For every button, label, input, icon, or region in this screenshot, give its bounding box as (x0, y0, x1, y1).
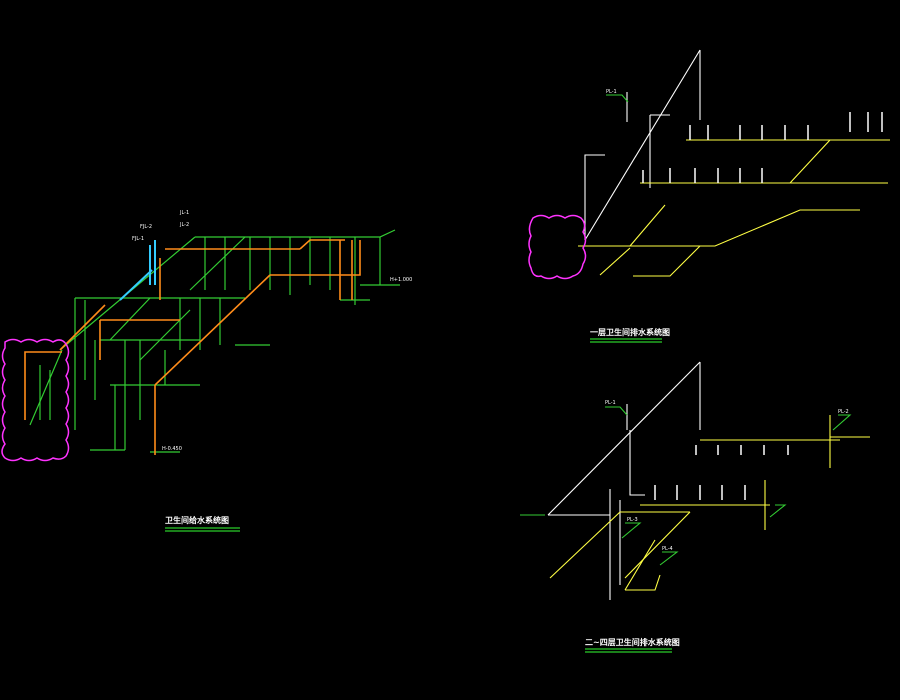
revision-cloud (528, 214, 587, 280)
label-pl1: PL-1 (606, 89, 617, 95)
cold-water-pipes (29, 229, 400, 453)
label-pl1: PL-1 (605, 400, 616, 406)
drainage-floor2-4-diagram: PL-1 PL-2 PL-3 PL-4 二~四层卫生间排水系统图 (520, 361, 870, 653)
label-h2: H-0.450 (162, 446, 182, 452)
label-fjl1: FJL-1 (132, 236, 144, 242)
title-supply: 卫生间给水系统图 (165, 515, 229, 525)
revision-cloud (1, 338, 70, 462)
drain-pipes (549, 415, 870, 591)
label-pl2: PL-2 (838, 409, 849, 415)
label-pl4: PL-4 (662, 546, 673, 552)
supply-system-diagram: FJL-2 FJL-1 JL-1 JL-2 H+1.000 H-0.450 卫生… (1, 210, 412, 532)
label-h1: H+1.000 (390, 277, 412, 283)
label-jl1: JL-1 (179, 210, 189, 216)
label-pl3: PL-3 (627, 517, 638, 523)
vent-pipes (547, 361, 701, 600)
title-drain-floor1: 一层卫生间排水系统图 (590, 327, 670, 337)
leader-lines (520, 406, 852, 566)
label-jl2: JL-2 (179, 222, 189, 228)
label-fjl2: FJL-2 (140, 224, 152, 230)
hot-water-pipes (24, 239, 361, 455)
vent-pipes (584, 49, 701, 241)
riser-pipes (119, 240, 156, 301)
title-drain-floor2-4: 二~四层卫生间排水系统图 (585, 637, 680, 647)
drainage-floor1-diagram: PL-1 一层卫生间排水系统图 (528, 49, 890, 343)
drain-pipes (578, 112, 890, 277)
